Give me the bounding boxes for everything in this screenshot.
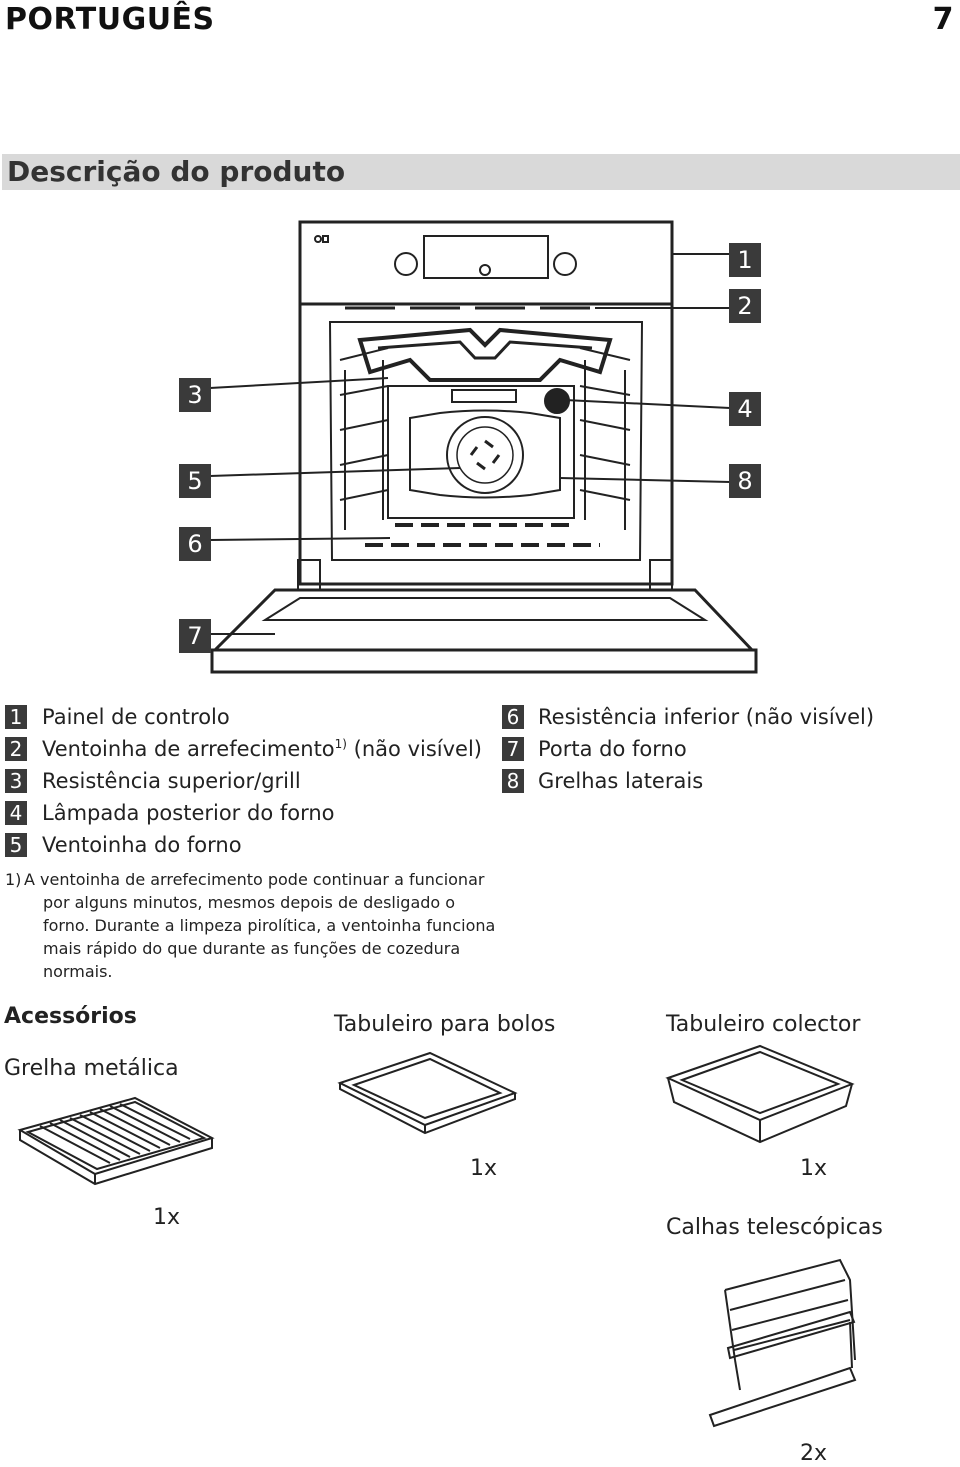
legend-text: Resistência inferior (não visível) xyxy=(538,705,875,729)
legend-number: 1 xyxy=(5,705,27,729)
accessory-quantity: 1x xyxy=(153,1205,181,1230)
callout-7: 7 xyxy=(179,619,211,653)
legend-number: 4 xyxy=(5,801,27,825)
wire-shelf-illustration xyxy=(17,1096,215,1186)
page-number: 7 xyxy=(932,2,954,37)
legend-text-suffix: (não visível) xyxy=(347,737,482,761)
section-title-bar xyxy=(2,154,960,190)
footnote-line: mais rápido do que durante as funções de… xyxy=(43,939,461,958)
footnote-line: normais. xyxy=(43,962,113,981)
accessory-quantity: 1x xyxy=(800,1156,828,1181)
cake-tray-illustration xyxy=(337,1051,518,1135)
legend-number: 5 xyxy=(5,833,27,857)
callout-3: 3 xyxy=(179,378,211,412)
callout-5: 5 xyxy=(179,464,211,498)
legend-number: 6 xyxy=(502,705,524,729)
legend-text: Ventoinha do forno xyxy=(42,833,242,857)
accessory-name: Grelha metálica xyxy=(4,1056,179,1081)
legend-number: 7 xyxy=(502,737,524,761)
legend-text: Ventoinha de arrefecimento1) (não visíve… xyxy=(42,737,482,761)
footnote-line: por alguns minutos, mesmos depois de des… xyxy=(43,893,456,912)
oven-diagram xyxy=(209,220,758,674)
legend-number: 2 xyxy=(5,737,27,761)
accessory-name: Calhas telescópicas xyxy=(666,1215,883,1240)
callout-1: 1 xyxy=(729,243,761,277)
callout-6: 6 xyxy=(179,527,211,561)
legend-text: Painel de controlo xyxy=(42,705,230,729)
legend-text: Grelhas laterais xyxy=(538,769,704,793)
accessory-name: Tabuleiro colector xyxy=(666,1012,861,1037)
legend-text: Porta do forno xyxy=(538,737,687,761)
legend-text: Resistência superior/grill xyxy=(42,769,301,793)
legend-number: 8 xyxy=(502,769,524,793)
footnote-line: A ventoinha de arrefecimento pode contin… xyxy=(24,870,485,889)
legend-text-main: Ventoinha de arrefecimento xyxy=(42,737,335,761)
legend-text: Lâmpada posterior do forno xyxy=(42,801,335,825)
footnote-line: forno. Durante a limpeza pirolítica, a v… xyxy=(43,916,496,935)
footnote-ref: 1) xyxy=(334,737,347,751)
accessories-heading: Acessórios xyxy=(4,1004,137,1029)
section-title: Descrição do produto xyxy=(7,155,346,188)
language-heading: PORTUGUÊS xyxy=(5,2,215,37)
drip-tray-illustration xyxy=(665,1044,855,1144)
callout-2: 2 xyxy=(729,289,761,323)
footnote-marker: 1) xyxy=(5,870,22,889)
accessory-name: Tabuleiro para bolos xyxy=(334,1012,556,1037)
callout-4: 4 xyxy=(729,392,761,426)
telescopic-runners-illustration xyxy=(708,1258,857,1428)
callout-8: 8 xyxy=(729,464,761,498)
accessory-quantity: 1x xyxy=(470,1156,498,1181)
accessory-quantity: 2x xyxy=(800,1441,828,1466)
legend-number: 3 xyxy=(5,769,27,793)
